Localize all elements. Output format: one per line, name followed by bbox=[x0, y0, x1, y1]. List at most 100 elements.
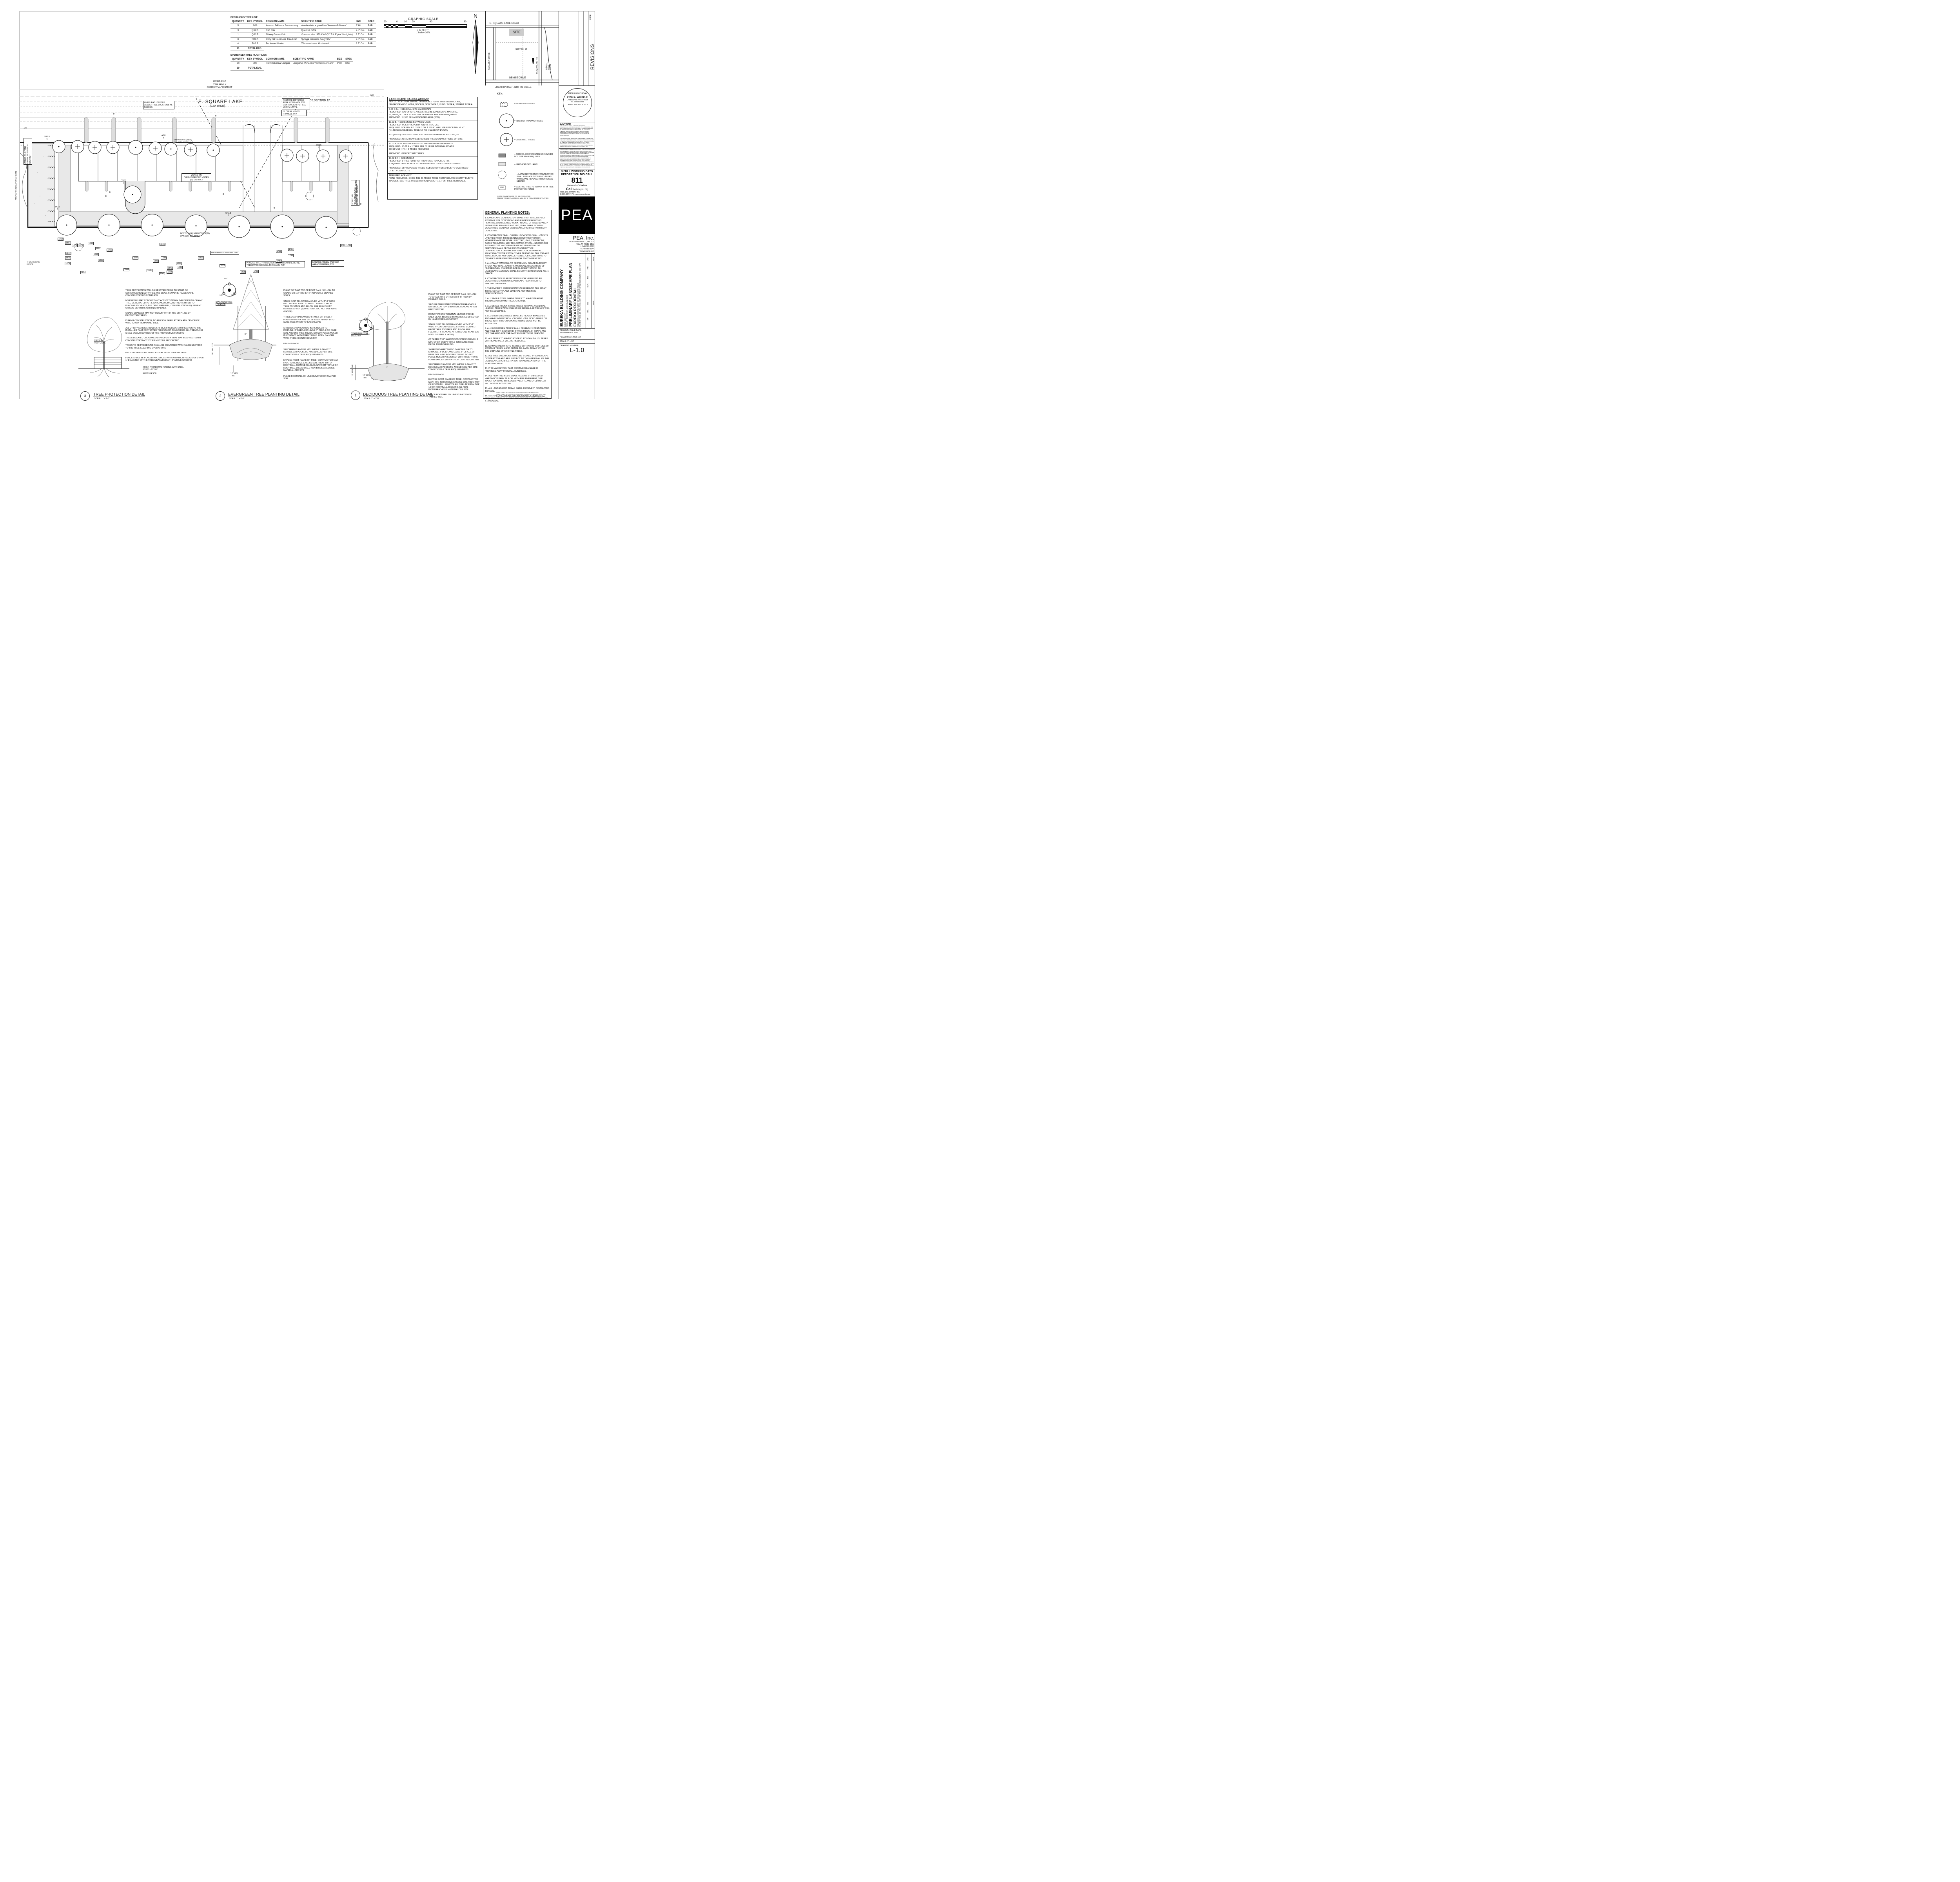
scale-bar bbox=[384, 24, 467, 28]
initial: JPB bbox=[587, 257, 589, 261]
deciduous-note: STAKE JUST BELOW BRANCHES WITH 2"-3" WID… bbox=[428, 323, 479, 336]
existing-tree-tag: 1850 bbox=[132, 256, 139, 260]
project-panel: EUREKA BUILDING COMPANY 53035 DEXTERA SH… bbox=[559, 253, 595, 329]
plant-cell: 4 bbox=[230, 42, 246, 47]
header-cell: SCIENTIFIC NAME bbox=[291, 57, 336, 62]
header-cell: SPEC bbox=[366, 19, 376, 24]
plant-cell: Quercus alba 'JFS-KW2QX' P.A.F. (col./fa… bbox=[299, 33, 354, 38]
deciduous-note: SHREDDED HARDWOOD BARK MULCH TO DRIPLINE… bbox=[428, 348, 479, 361]
header-cell: QUANTITY bbox=[230, 57, 246, 62]
calc-line: REQUIRED: 13.02 F = 1 TREE PER 50 LF OF … bbox=[389, 145, 454, 148]
dig-number: 811 bbox=[571, 176, 583, 184]
job-number: 2018-154 bbox=[572, 336, 581, 338]
existing-tree-tag: 1798 bbox=[276, 250, 282, 253]
existing-tree-tag: 1843 bbox=[153, 260, 159, 263]
scale-unit: ( IN FEET ) bbox=[417, 29, 430, 32]
calc-line: 37,968 SQ.FT. SF x 20 % = 7594 SF LANDSC… bbox=[389, 114, 457, 116]
dec-dim3: 12" MIN. TYP. bbox=[363, 374, 370, 379]
calc-line: NONE REQUIRED, SINCE THE 21 TREES TO BE … bbox=[389, 177, 474, 182]
deciduous-notes: PLANT SO THAT TOP OF ROOT BALL IS FLUSH … bbox=[428, 293, 479, 401]
plan-n88: N88 bbox=[370, 94, 374, 97]
calc-line: REQUIRED: WEST PROPERTY ABUTS R-1C USE bbox=[389, 124, 439, 126]
dig-call: Call bbox=[566, 187, 573, 191]
caution-text: THE LOCATIONS AND ELEVATIONS OF EXISTING… bbox=[560, 125, 593, 136]
title-block: DATE REVISIONS STATE OF MICHIGAN LYNN A.… bbox=[559, 11, 595, 399]
plant-cell: 2.5" Cal. bbox=[354, 37, 367, 42]
planting-note: 14. ALL PLANTING BEDS SHALL RECEIVE 3" S… bbox=[485, 375, 546, 385]
issue-label: ORIGINAL ISSUE DATE: bbox=[560, 329, 582, 332]
protection-note: GRADE CHANGES MAY NOT OCCUR WITHIN THE D… bbox=[125, 312, 191, 317]
existing-tree-tag: 1862 bbox=[95, 247, 102, 250]
graphic-scale: GRAPHIC SCALE 20 0 10 20 40 80 ( IN FEET… bbox=[378, 17, 468, 34]
existing-tree-tag: 1873 bbox=[78, 244, 84, 247]
seal-line: STATE OF MICHIGAN bbox=[567, 93, 588, 95]
location-map-caption: LOCATION MAP - NOT TO SCALE bbox=[495, 86, 532, 89]
plan-bearing-right: S00°00'26"W 100.30'(M) bbox=[355, 180, 358, 204]
key-sample-tag: 1786 bbox=[500, 187, 505, 189]
protection-note: FENCE SHALL BE PLACED IN A CIRCLE WITH A… bbox=[125, 356, 204, 362]
plant-cell: Amelanchier x graniflora 'Autumn Brillia… bbox=[299, 24, 354, 29]
evg-dim1: 3" bbox=[245, 333, 247, 336]
header-cell: KEY SYMBOL bbox=[245, 19, 265, 24]
existing-tree-tag: 1841 bbox=[147, 269, 153, 272]
dec-detail-number: 1 bbox=[351, 391, 360, 400]
calc-subdivision: 13.02 F. SUBDIVISION AND SITE CONDOMINIU… bbox=[388, 142, 477, 156]
missdig-web: www.missdig.org bbox=[575, 193, 590, 196]
sheet-title: PRELIMINARY LANDSCAPE PLAN bbox=[569, 262, 573, 327]
existing-tree-tag: 1816 bbox=[160, 243, 166, 246]
plant-cell: B&B bbox=[366, 37, 376, 42]
existing-tree-tag: 1818 bbox=[240, 271, 246, 274]
plant-cell: Syringa reticulata 'Ivory Silk' bbox=[299, 37, 354, 42]
calc-line: E SQUARE LAKE ROAD = 377 LF FRONTAGE / 3… bbox=[389, 163, 461, 165]
calc-line: 13.02 B. = SCREENING BETWEEN USES: bbox=[389, 121, 432, 124]
tag-qs25: QS2.5 1 bbox=[121, 180, 127, 184]
existing-tree-tag: 1861 bbox=[93, 253, 99, 256]
key-item-shrubs: = SHRUBS AND PERENNIALS BY OWNER NOT SIT… bbox=[514, 153, 553, 158]
copyright-text: THIS DRAWING AND DESIGN ARE THE PROPERTY… bbox=[559, 137, 595, 149]
dec-detail-title: DECIDUOUS TREE PLANTING DETAIL bbox=[363, 392, 434, 397]
deciduous-note: SECURE TREE WRAP WITH BIODEGRADABLE MATE… bbox=[428, 303, 477, 311]
drawing-number: L-1.0 bbox=[570, 347, 584, 354]
deciduous-note: DO NOT PRUNE TERMINAL LEADER PRUNE ONLY … bbox=[428, 313, 479, 321]
evg-angle: 120° bbox=[231, 294, 235, 296]
planting-note: 2. CONTRACTOR SHALL VERIFY LOCATIONS OF … bbox=[485, 234, 549, 260]
planting-note: 7. ALL SINGLE TRUNK SHADE TREES TO HAVE … bbox=[485, 305, 550, 312]
company-panel: PEA, Inc. 2430 Rochester Ct., Ste. 100 T… bbox=[559, 234, 595, 254]
evergreen-note: STAKE JUST BELOW BRANCHES WITH 2"-3" WID… bbox=[283, 300, 337, 313]
evergreen-note: SPECIFIED PLANTING MIX, WATER & TAMP TO … bbox=[283, 348, 333, 356]
plant-cell: Autumn Brilliance Serviceberry bbox=[264, 24, 300, 29]
plant-cell: 8' Ht. bbox=[335, 61, 344, 66]
caution-title: CAUTION!! bbox=[560, 123, 571, 125]
tp-detail-title: TREE PROTECTION DETAIL bbox=[93, 392, 145, 397]
map-drain: 54th-GL COUNTY DRAIN bbox=[545, 62, 551, 70]
project-name: EUREKA RESIDENTIAL bbox=[573, 287, 577, 327]
existing-tree-tag: 1867 bbox=[65, 242, 71, 245]
tp-detail-scale: SCALE: 1" = 3'-0" bbox=[94, 398, 110, 400]
company-address: 2430 Rochester Ct., Ste. 100 bbox=[569, 240, 594, 243]
evergreen-notes: PLANT SO THAT TOP OF ROOT BALL IS FLUSH … bbox=[283, 289, 338, 383]
plant-cell: JC8 bbox=[245, 61, 265, 66]
drawing-number-panel: DRAWING NUMBER: L-1.0 bbox=[559, 344, 595, 355]
evergreen-note: EXPOSE ROOT FLARE OF TREE. CONTRACTOR MA… bbox=[283, 359, 338, 372]
scale-tick: 0 bbox=[396, 21, 398, 23]
plant-cell: QR2.5 bbox=[245, 28, 265, 33]
header-cell: KEY SYMBOL bbox=[245, 57, 265, 62]
header-cell: SIZE bbox=[335, 57, 344, 62]
callout-restore: RESTORE DISTURBED AREA WITH LAWN, TYP. C… bbox=[282, 98, 310, 109]
deciduous-note: SPECIFIED PLANTING MIX, WATER & TAMP TO … bbox=[428, 363, 478, 371]
evg-detail-title: EVERGREEN TREE PLANTING DETAIL bbox=[228, 392, 299, 397]
calc-line: REQUIRES SCREEN ALT. 2 OR 3 OR A SOLID W… bbox=[389, 127, 465, 129]
calc-line: PROVIDED: 8 PROPOSED TREES bbox=[389, 153, 424, 155]
evergreen-note: THREE 2"X2" HARDWOOD STAKES OR STEEL T-P… bbox=[283, 316, 334, 323]
scale-tick: 10 bbox=[404, 21, 407, 23]
existing-tree-tag: 1796 bbox=[288, 254, 294, 257]
evg-angle: 120° bbox=[220, 294, 223, 296]
planting-note: 5. THE OWNER'S REPRESENTATIVE RESERVES T… bbox=[485, 287, 546, 295]
header-cell: QUANTITY bbox=[230, 19, 246, 24]
calc-line: REQUIRED: 1 TREE / 30 LF OF FRONTAGE TO … bbox=[389, 160, 450, 162]
calc-line: REQUIRED: 20% OF SITE AREA SHALL BE LAND… bbox=[389, 111, 458, 113]
